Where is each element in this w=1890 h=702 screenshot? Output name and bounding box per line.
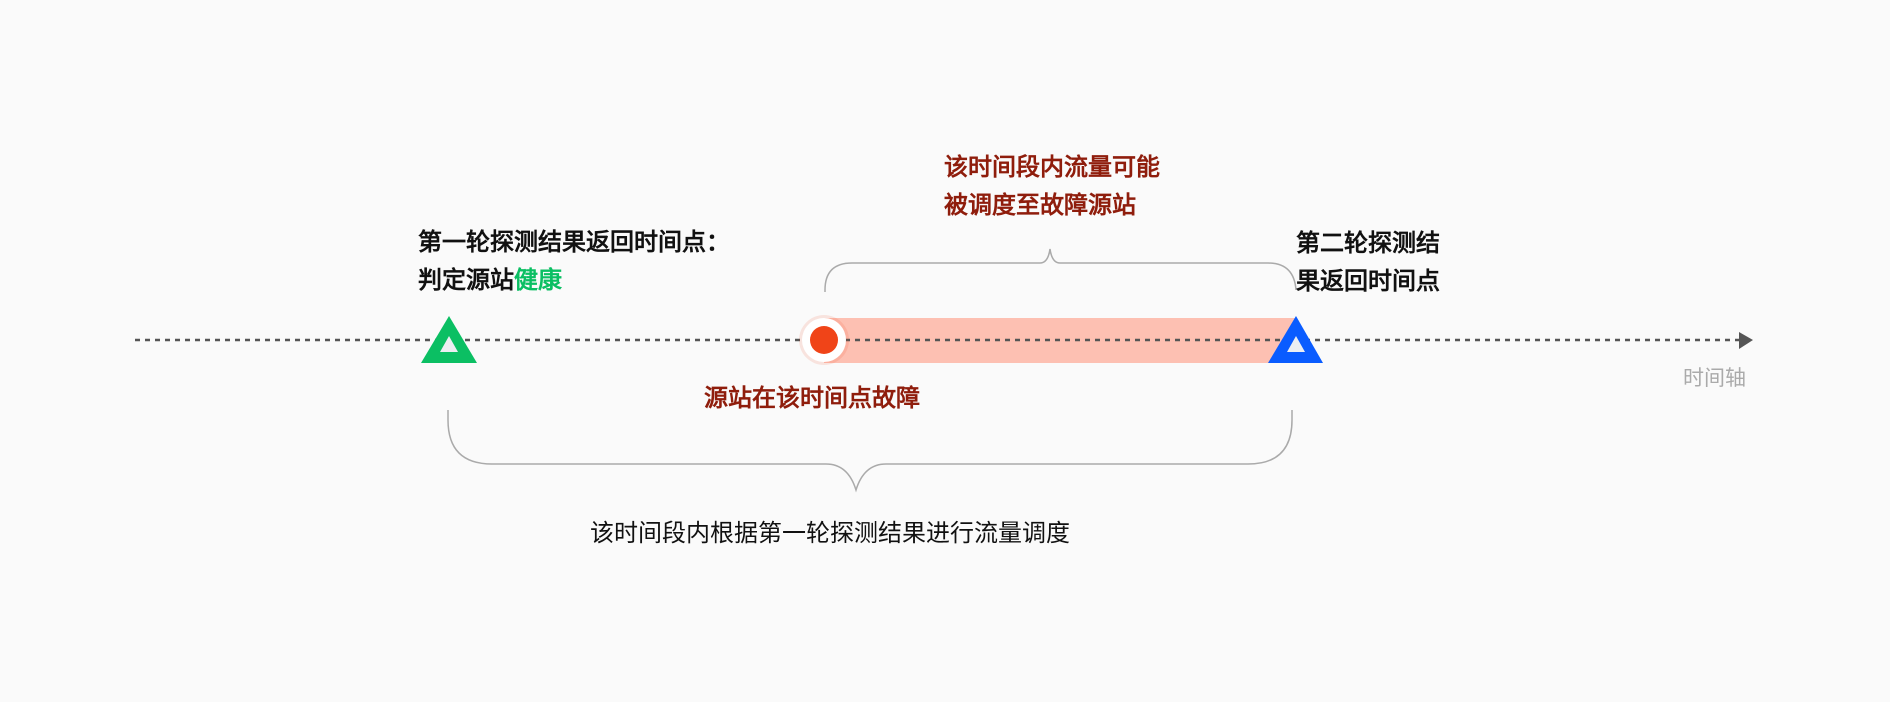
possible-line2: 被调度至故障源站 [944, 191, 1136, 219]
green-triangle-marker-icon [421, 316, 477, 363]
first-round-line1: 第一轮探测结果返回时间点： [418, 228, 730, 256]
first-round-verdict-prefix: 判定源站 [418, 266, 514, 294]
axis-label: 时间轴 [1683, 366, 1746, 390]
first-round-label: 第一轮探测结果返回时间点： 判定源站健康 [418, 223, 730, 299]
possible-traffic-label: 该时间段内流量可能 被调度至故障源站 [944, 148, 1160, 224]
scheduling-period-label: 该时间段内根据第一轮探测结果进行流量调度 [590, 519, 1070, 547]
upper-brace [824, 248, 1297, 292]
arrow-right-icon [1739, 332, 1753, 349]
failure-point-label: 源站在该时间点故障 [704, 384, 920, 412]
healthy-status: 健康 [514, 266, 562, 294]
red-dot-marker-icon [799, 315, 849, 365]
second-round-line1: 第二轮探测结 [1296, 229, 1440, 257]
second-round-label: 第二轮探测结 果返回时间点 [1296, 224, 1440, 300]
possible-line1: 该时间段内流量可能 [944, 153, 1160, 181]
first-round-line2: 判定源站健康 [418, 261, 730, 299]
lower-brace [447, 410, 1293, 493]
blue-triangle-marker-icon [1268, 316, 1323, 363]
second-round-line2: 果返回时间点 [1296, 267, 1440, 295]
